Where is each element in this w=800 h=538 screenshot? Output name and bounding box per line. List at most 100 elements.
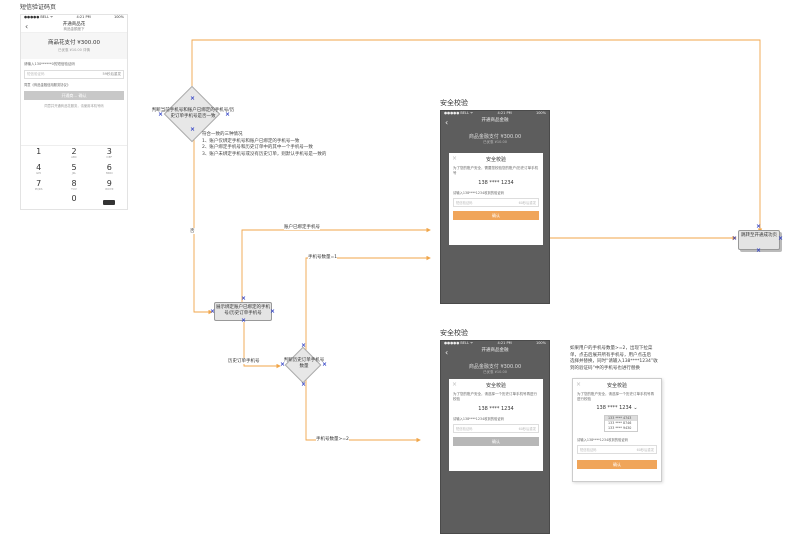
phone-number: 138 **** 1234 [478, 405, 514, 412]
agreement-link[interactable]: 同意《商品金融信用服务协议》 [24, 83, 71, 87]
key-letters: DEF [106, 155, 113, 159]
nav-bar: ‹ 开通商品金融 [441, 117, 549, 129]
pay-amount: 商品花支付 ¥300.00 [48, 40, 100, 46]
code-hint: 请输入138****1234收到的验证码 [453, 190, 504, 195]
note-line: 到的验证码”中的手机号也进行替换 [570, 365, 640, 371]
dropdown-option[interactable]: 133 **** 4743 [605, 416, 637, 421]
pay-discount: 已优惠 ¥10.00 [483, 370, 507, 374]
anchor-x-icon: × [280, 361, 286, 368]
security-check-modal: × 安全校验 为了您的账户安全，请选择一个历史订单手机号再进行校验 138 **… [449, 379, 543, 471]
decision-history-count-label: 判断历史订单手机号数量 [283, 358, 325, 369]
key-digit: 2 [71, 147, 77, 156]
no-label: 否 [190, 228, 195, 234]
connector-no [193, 128, 213, 315]
tip-text: 同意并开通商品花服务，请使用本机号码 [44, 104, 104, 108]
sms-code-input[interactable]: 短信验证码 60秒后重发 [453, 423, 539, 433]
modal-title: 安全校验 [606, 383, 627, 389]
nav-bar: ‹ 开通商品花 商品金额度下 [21, 21, 127, 33]
confirm-button[interactable]: 确认 [453, 210, 539, 220]
battery-label: 100% [535, 341, 546, 345]
key-letters: ABC [71, 155, 77, 159]
code-placeholder: 短信验证码 [580, 447, 597, 452]
keypad-key[interactable]: 1 [21, 146, 56, 162]
connector-yes [191, 39, 763, 233]
anchor-x-icon: × [756, 223, 762, 230]
note-line: 单，点击后展开所有手机号，用户点击后 [570, 352, 651, 358]
key-digit: 0 [71, 194, 77, 204]
resend-button[interactable]: 60秒后重发 [518, 200, 536, 205]
carrier-label: ●●●●● BELL ᯤ [444, 341, 474, 345]
dropdown-option[interactable]: 133 **** 8746 [608, 421, 632, 425]
back-icon[interactable]: ‹ [445, 348, 449, 357]
backspace-icon[interactable] [92, 193, 127, 209]
key-digit: 1 [36, 147, 42, 156]
code-hint: 请输入138****1234收到的验证码 [453, 416, 504, 421]
close-icon[interactable]: × [452, 155, 458, 162]
sms-code-input[interactable]: 短信验证码 60秒后重发 [577, 444, 657, 454]
key-digit: 4 [36, 162, 42, 172]
anchor-x-icon: × [158, 111, 164, 118]
modal-desc: 为了您的账户安全，需要您校验您的账户/历史订单手机号 [453, 166, 539, 175]
resend-button[interactable]: 60秒后重发 [636, 447, 654, 452]
nav-title: 开通商品金融 [481, 118, 509, 123]
connector-count1 [305, 255, 431, 352]
close-icon[interactable]: × [576, 381, 582, 388]
connector-history [243, 322, 281, 369]
anchor-x-icon: × [190, 95, 196, 102]
note-line: 1、账户仅绑定手机号和账户已绑定的手机号一致 [202, 138, 300, 144]
security-check-screen-b: ●●●●● BELL ᯤ 4:21 PM 100% ‹ 开通商品金融 商品金融支… [440, 340, 550, 534]
close-icon[interactable]: × [452, 381, 458, 388]
resend-button[interactable]: 60秒后重发 [518, 426, 536, 431]
sms-code-input[interactable]: 短信验证码 60秒后重发 [453, 197, 539, 207]
security-check-screen-a: ●●●●● BELL ᯤ 4:21 PM 100% ‹ 开通商品金融 商品金融支… [440, 110, 550, 304]
nav-subtitle: 商品金额度下 [63, 27, 85, 31]
dropdown-option[interactable]: 133 **** 9430 [608, 426, 632, 430]
keypad-key[interactable]: 0 [56, 193, 91, 209]
key-letters: JKL [71, 170, 77, 175]
pay-amount: 商品金融支付 ¥300.00 [468, 134, 522, 140]
status-time: 4:21 PM [76, 15, 91, 19]
sms-verification-screen: ●●●●● BELL ᯤ 4:21 PM 100% ‹ 开通商品花 商品金额度下… [20, 14, 128, 210]
anchor-x-icon: × [732, 235, 738, 242]
nav-title: 开通商品金融 [481, 348, 509, 353]
resend-button[interactable]: 59秒后重发 [102, 72, 121, 76]
key-digit: 9 [106, 178, 112, 188]
pay-summary: 商品金融支付 ¥300.00 已优惠 ¥10.00 [441, 133, 549, 145]
page-title: 短信验证码页 [20, 4, 57, 11]
count-one-label: 手机号数量=1 [308, 254, 338, 260]
confirm-button[interactable]: 确认 [453, 436, 539, 446]
count-multi-label: 手机号数量>=2 [316, 436, 349, 442]
key-letters: GHI [36, 170, 42, 175]
battery-label: 100% [535, 111, 546, 115]
open-button[interactable]: 开通商... 确认 [24, 91, 124, 100]
phone-number: 138 **** 1234 [478, 179, 514, 186]
back-icon[interactable]: ‹ [25, 22, 29, 31]
anchor-x-icon: × [756, 247, 762, 254]
pay-amount: 商品金融支付 ¥300.00 [468, 364, 522, 370]
selected-phone: 138 **** 1234 [596, 404, 632, 411]
phone-select[interactable]: 138 **** 1234 ⌄ [573, 405, 661, 411]
back-icon[interactable]: ‹ [445, 118, 449, 127]
note-line: 选择并替换，同时“请输入138****1234”收 [570, 359, 658, 365]
confirm-button[interactable]: 确认 [577, 459, 657, 469]
pay-discount: 已优惠 ¥10.00 详情 [58, 48, 90, 52]
key-digit: 3 [106, 147, 112, 156]
code-placeholder: 短信验证码 [456, 426, 473, 431]
decision-phone-match-label: 判断当前手机号和账户已绑定的手机号/历史订单手机号是否一致 [151, 108, 235, 119]
status-bar: ●●●●● BELL ᯤ 4:21 PM 100% [441, 111, 549, 117]
details-link[interactable]: 详情 [82, 48, 90, 52]
note-line: 2、账户绑定手机号和历史订单中的其中一个手机号一致 [202, 145, 313, 151]
anchor-x-icon: × [225, 111, 231, 118]
anchor-x-icon: × [241, 317, 247, 324]
note-line: 如果用户的手机号数量>=2，出现下拉菜 [570, 346, 653, 351]
sms-code-input[interactable]: 短信验证码 59秒后重发 [24, 70, 124, 79]
modal-title: 安全校验 [485, 157, 506, 163]
